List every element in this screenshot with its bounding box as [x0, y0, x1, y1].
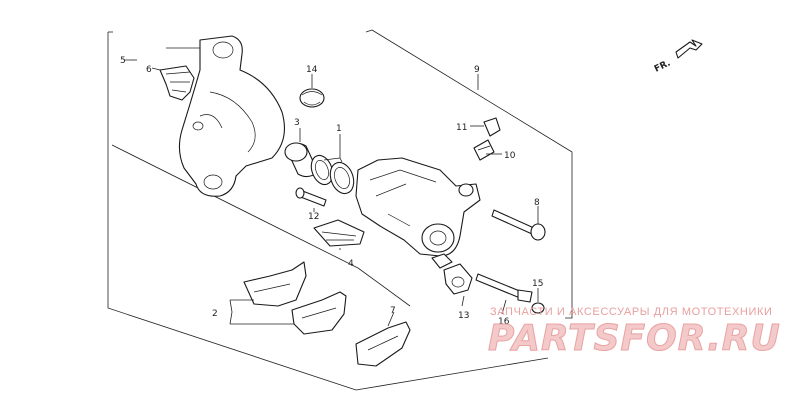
callout-1: 1	[336, 124, 342, 134]
watermark-tagline: ЗАПЧАСТИ И АКСЕССУАРЫ ДЛЯ МОТОТЕХНИКИ	[490, 306, 773, 318]
pad-shim-7	[355, 321, 411, 367]
pin-12	[295, 187, 327, 207]
callout-3: 3	[294, 118, 300, 128]
callout-9: 9	[474, 65, 480, 75]
callout-10: 10	[504, 151, 516, 161]
callout-8: 8	[534, 198, 540, 208]
piston-seals-1	[310, 154, 355, 195]
callout-11: 11	[456, 123, 467, 133]
front-direction-arrow: FR.	[653, 39, 703, 75]
brake-pads-2	[243, 261, 347, 335]
callout-15: 15	[532, 279, 543, 289]
callout-14: 14	[306, 65, 318, 75]
leader-lines	[124, 47, 539, 327]
bleeder-cap-11	[483, 117, 501, 137]
caliper-body	[355, 157, 481, 269]
assembly-bracket-9	[365, 29, 573, 319]
callout-16: 16	[498, 317, 510, 327]
slide-pin-8	[491, 209, 546, 241]
callout-13: 13	[458, 311, 469, 321]
bleeder-screw-10	[473, 139, 495, 161]
pad-spring-6	[159, 65, 195, 101]
watermark-logo: PARTSFOR.RU	[488, 318, 781, 360]
bleeder-cap-14	[299, 88, 325, 108]
callout-2: 2	[212, 309, 218, 319]
callout-12: 12	[308, 212, 319, 222]
front-direction-label: FR.	[653, 58, 672, 74]
callout-numbers: 1 2 3 4 5 6 7 8 9 10 11 12 13 14 15 16	[120, 56, 543, 327]
callout-5: 5	[120, 56, 126, 66]
callout-6: 6	[146, 65, 152, 75]
plug-15	[531, 302, 545, 314]
boot-13	[443, 263, 473, 295]
piston-3	[284, 142, 319, 178]
pad-bracket	[111, 144, 549, 391]
callout-4: 4	[348, 259, 354, 269]
assembly-bracket-5	[107, 31, 357, 391]
pad-pin-16	[475, 273, 533, 303]
caliper-bracket	[178, 35, 285, 197]
pad-retainer-4	[313, 219, 365, 247]
callout-7: 7	[390, 306, 396, 316]
